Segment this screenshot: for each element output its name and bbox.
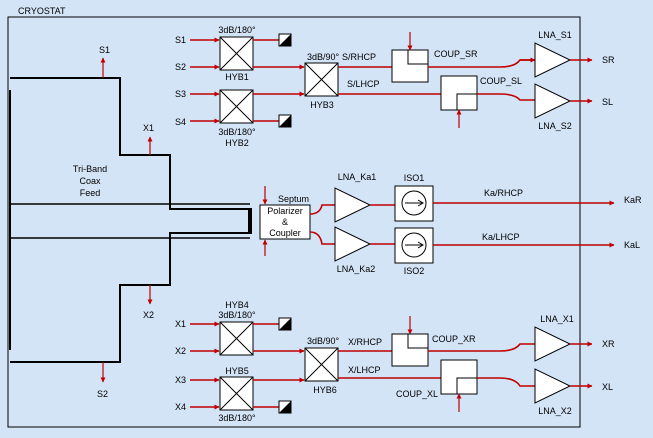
x-input-label-4: X4: [175, 402, 186, 412]
coup-xl-label: COUP_XL: [396, 389, 438, 399]
x2-port-label: X2: [143, 310, 154, 320]
termination-load-icon: [278, 317, 292, 331]
cryostat-title: CRYOSTAT: [18, 6, 66, 16]
feed-label-1: Tri-Band: [73, 164, 107, 174]
feed-label-2: Coax: [79, 176, 101, 186]
hyb5-spec: 3dB/180°: [218, 413, 256, 423]
hyb1-spec: 3dB/180°: [218, 25, 256, 35]
coup-sl-block: [440, 75, 478, 111]
hyb4-block: [219, 321, 254, 356]
hyb2-block: [219, 89, 254, 124]
hyb6-spec: 3dB/90°: [307, 336, 340, 346]
s1-port-label: S1: [99, 45, 110, 55]
septum-label-3: &: [282, 217, 288, 227]
s-input-label-4: S4: [175, 117, 186, 127]
lna-x1-amplifier: [534, 326, 572, 362]
lna-x1-label: LNA_X1: [540, 314, 574, 324]
lna-ka1-label: LNA_Ka1: [338, 172, 377, 182]
output-kar-label: KaR: [624, 195, 642, 205]
cryostat-frame: [7, 16, 581, 428]
x-input-label-2: X2: [175, 346, 186, 356]
coup-sl-label: COUP_SL: [480, 76, 522, 86]
iso2-label: ISO2: [404, 266, 425, 276]
septum-label-2: Polarizer: [267, 206, 303, 216]
x-input-label-1: X1: [175, 319, 186, 329]
hyb5-block: [219, 376, 254, 411]
lna-x2-amplifier: [534, 368, 572, 404]
lna-s1-amplifier: [534, 42, 572, 78]
x1-port-label: X1: [143, 123, 154, 133]
coup-xr-block: [391, 333, 429, 367]
output-sr-label: SR: [602, 55, 615, 65]
septum-label: Septum: [278, 194, 309, 204]
termination-load-icon: [278, 114, 292, 128]
hyb3-spec: 3dB/90°: [307, 52, 340, 62]
output-xr-label: XR: [602, 339, 615, 349]
coup-xr-label: COUP_XR: [432, 334, 476, 344]
hyb6-block: [304, 347, 339, 382]
termination-load-icon: [278, 33, 292, 47]
lna-ka1-amplifier: [334, 187, 372, 223]
hyb4-name: HYB4: [225, 300, 249, 310]
ka-rhcp-label: Ka/RHCP: [484, 188, 523, 198]
hyb2-name: HYB2: [225, 138, 249, 148]
coup-sr-label: COUP_SR: [434, 49, 478, 59]
hyb1-block: [219, 36, 254, 71]
output-xl-label: XL: [602, 382, 613, 392]
s2-port-label: S2: [97, 389, 108, 399]
lna-s2-label: LNA_S2: [538, 121, 572, 131]
x-lhcp-label: X/LHCP: [348, 365, 381, 375]
hyb2-spec: 3dB/180°: [218, 127, 256, 137]
hyb3-block: [304, 62, 339, 97]
s-input-label-3: S3: [175, 89, 186, 99]
lna-ka2-label: LNA_Ka2: [337, 264, 376, 274]
ka-lhcp-label: Ka/LHCP: [482, 232, 520, 242]
hyb3-name: HYB3: [310, 100, 334, 110]
x-rhcp-label: X/RHCP: [348, 337, 382, 347]
lna-ka2-amplifier: [334, 226, 372, 262]
iso1-isolator: [394, 185, 434, 222]
s-input-label-1: S1: [175, 35, 186, 45]
septum-label-4: Coupler: [269, 228, 301, 238]
lna-s1-label: LNA_S1: [538, 30, 572, 40]
termination-load-icon: [278, 400, 292, 414]
coup-sr-block: [391, 49, 429, 83]
s-input-label-2: S2: [175, 62, 186, 72]
lna-s2-amplifier: [534, 83, 572, 119]
x-input-label-3: X3: [175, 375, 186, 385]
tri-band-feed: Tri-Band Coax Feed: [9, 77, 252, 363]
s-lhcp-label: S/LHCP: [347, 79, 380, 89]
iso1-label: ISO1: [404, 173, 425, 183]
output-kal-label: KaL: [624, 240, 640, 250]
output-sl-label: SL: [602, 97, 613, 107]
feed-label-3: Feed: [80, 188, 101, 198]
coup-xl-block: [440, 359, 478, 395]
hyb1-name: HYB1: [225, 72, 249, 82]
hyb4-spec: 3dB/180°: [218, 310, 256, 320]
iso2-isolator: [394, 227, 434, 264]
hyb6-name: HYB6: [313, 385, 337, 395]
septum-polarizer-coupler: [259, 204, 311, 240]
s-rhcp-label: S/RHCP: [342, 52, 376, 62]
lna-x2-label: LNA_X2: [538, 406, 572, 416]
hyb5-name: HYB5: [225, 366, 249, 376]
